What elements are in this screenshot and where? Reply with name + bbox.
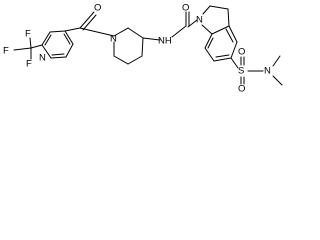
bond-pip-1 <box>113 27 129 37</box>
bond-benz-1 <box>211 25 230 35</box>
bond-urea-n <box>187 19 198 28</box>
bond-n-methyl-up <box>272 55 281 67</box>
bond-pip-2 <box>127 27 144 39</box>
atom-f-left: F <box>3 46 9 57</box>
bond-ketone-o-b <box>82 14 97 31</box>
bond-n-methyl-down <box>272 75 283 86</box>
atom-nh-amide: NH <box>158 36 172 47</box>
bond-ind-c3-c3a <box>227 8 230 27</box>
bond-pyr-6 <box>41 44 52 59</box>
atom-s-sulfonyl: S <box>238 66 244 77</box>
atom-labels: F F F N O N NH O N S O O N <box>3 3 271 94</box>
bond-pyr-5-inner <box>51 53 65 56</box>
bond-ketone-o-a <box>79 11 95 29</box>
bond-pyr-5 <box>50 56 67 59</box>
bond-benz-2-inner <box>225 28 234 43</box>
atom-o-sulfonyl-top: O <box>238 47 245 58</box>
bond-ind-c2-c3 <box>209 5 229 10</box>
bond-benz-4-inner <box>215 54 230 58</box>
bond-pyr-1 <box>41 31 51 46</box>
bond-pip-4 <box>127 55 143 65</box>
atom-n-pyridine: N <box>39 53 46 64</box>
bond-benz-s <box>230 57 239 69</box>
bond-pyr-3-inner <box>63 33 71 45</box>
atom-o-urea: O <box>182 3 189 14</box>
bond-pyr-1-inner <box>44 34 52 46</box>
bond-pip-3 <box>141 37 144 57</box>
atom-o-ketone: O <box>94 3 101 14</box>
bond-benz-5 <box>204 47 215 62</box>
bond-carbonyl-n <box>79 27 115 37</box>
chemical-structure: F F F N O N NH O N S O O N <box>3 3 283 94</box>
bond-pyr-carbonyl <box>64 27 81 32</box>
bond-network <box>13 5 283 86</box>
atom-n-dimethyl: N <box>264 66 271 77</box>
bond-benz-4 <box>213 57 232 62</box>
bond-benz-6 <box>204 33 213 49</box>
bond-cf3-f-top <box>29 37 32 49</box>
bond-cf3-ring <box>30 44 43 49</box>
atom-f-top: F <box>25 29 31 40</box>
bond-pip-nh <box>142 37 161 41</box>
bond-benz-3 <box>230 41 238 59</box>
bond-pyr-4 <box>65 43 74 58</box>
bond-pyr-2 <box>49 30 66 33</box>
bond-pyr-3 <box>64 30 74 45</box>
bond-benz-6-inner <box>207 37 214 49</box>
bond-ind-n-c2 <box>202 5 211 15</box>
bond-nh-urea <box>171 25 187 38</box>
bond-cf3-f-left <box>13 47 32 51</box>
atom-o-sulfonyl-bottom: O <box>238 84 245 94</box>
bond-pip-5 <box>113 55 129 65</box>
bond-benz-2 <box>228 25 238 43</box>
atom-n-indoline: N <box>196 15 203 26</box>
bond-ind-n-c7a <box>201 24 213 35</box>
atom-f-bottom: F <box>26 59 32 70</box>
atom-n-piperidine: N <box>110 34 117 45</box>
